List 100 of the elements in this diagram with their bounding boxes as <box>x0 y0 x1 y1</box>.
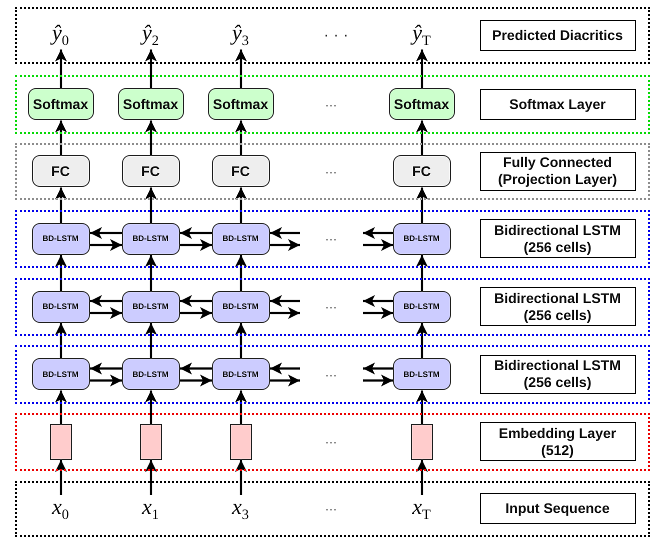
arrow <box>55 323 67 358</box>
arrow <box>363 295 393 307</box>
arrow <box>235 188 247 223</box>
math-symbol: ŷ$_{2}$ <box>128 21 172 49</box>
process-box: BD-LSTM <box>122 290 180 322</box>
arrow <box>180 307 212 319</box>
arrow <box>145 50 157 88</box>
layer-band <box>15 413 650 471</box>
layer-band <box>15 143 650 200</box>
process-box: BD-LSTM <box>32 222 90 254</box>
arrow <box>55 120 67 156</box>
process-box: BD-LSTM <box>212 222 270 254</box>
math-symbol: x$_{1}$ <box>128 494 172 522</box>
arrow <box>235 255 247 291</box>
layer-label-box: Softmax Layer <box>480 88 636 120</box>
arrow <box>145 390 157 424</box>
arrow <box>55 188 67 223</box>
arrow <box>270 227 300 239</box>
ellipsis: · · · <box>324 26 348 44</box>
arrow <box>90 227 122 239</box>
process-box: BD-LSTM <box>392 290 450 322</box>
embedding-rect <box>50 424 72 460</box>
process-box: Softmax <box>388 88 454 120</box>
arrow <box>90 374 122 386</box>
arrow <box>363 227 393 239</box>
ellipsis: ··· <box>325 368 337 382</box>
arrow <box>145 460 157 495</box>
process-box: BD-LSTM <box>392 222 450 254</box>
process-box: BD-LSTM <box>122 222 180 254</box>
math-symbol: ŷ$_{T}$ <box>400 21 444 49</box>
layer-label-box: Predicted Diacritics <box>480 20 636 50</box>
arrow <box>270 362 300 374</box>
arrow <box>180 227 212 239</box>
arrow <box>235 50 247 88</box>
arrow <box>270 239 300 251</box>
process-box: FC <box>212 155 270 187</box>
arrow <box>180 239 212 251</box>
process-box: Softmax <box>208 88 274 120</box>
arrow <box>416 390 428 424</box>
arrow <box>363 307 393 319</box>
process-box: Softmax <box>28 88 94 120</box>
layer-label-box: Input Sequence <box>480 493 636 524</box>
process-box: BD-LSTM <box>32 290 90 322</box>
ellipsis: ··· <box>325 502 337 516</box>
layer-label-box: Embedding Layer (512) <box>480 422 636 461</box>
math-symbol: ŷ$_{0}$ <box>38 21 82 49</box>
arrow <box>145 188 157 223</box>
arrow <box>270 307 300 319</box>
ellipsis: ··· <box>325 164 337 178</box>
arrow <box>90 307 122 319</box>
arrow <box>270 374 300 386</box>
process-box: FC <box>32 155 90 187</box>
layer-label-box: Bidirectional LSTM (256 cells) <box>480 354 636 394</box>
arrow <box>416 50 428 88</box>
embedding-rect <box>410 424 432 460</box>
process-box: BD-LSTM <box>392 358 450 390</box>
layer-band <box>15 75 650 134</box>
layer-band <box>15 481 650 537</box>
arrow <box>180 374 212 386</box>
arrow <box>235 390 247 424</box>
process-box: BD-LSTM <box>212 290 270 322</box>
embedding-rect <box>140 424 162 460</box>
layer-label-box: Fully Connected (Projection Layer) <box>480 152 636 190</box>
layer-label-box: Bidirectional LSTM (256 cells) <box>480 219 636 258</box>
layer-band <box>15 7 650 64</box>
process-box: BD-LSTM <box>212 358 270 390</box>
arrow <box>90 295 122 307</box>
arrow <box>270 295 300 307</box>
arrow <box>235 460 247 495</box>
process-box: FC <box>392 155 450 187</box>
ellipsis: ··· <box>325 435 337 449</box>
layer-band <box>15 278 650 336</box>
arrow <box>145 255 157 291</box>
layer-band <box>15 345 650 404</box>
math-symbol: x$_{0}$ <box>38 494 82 522</box>
arrow <box>363 239 393 251</box>
arrow <box>55 255 67 291</box>
layer-band <box>15 210 650 268</box>
arrow <box>145 323 157 358</box>
math-symbol: x$_{T}$ <box>400 494 444 522</box>
arrow <box>235 120 247 156</box>
embedding-rect <box>230 424 252 460</box>
layer-label-box: Bidirectional LSTM (256 cells) <box>480 287 636 326</box>
arrow <box>55 50 67 88</box>
arrow <box>90 362 122 374</box>
ellipsis: ··· <box>325 98 337 112</box>
arrow <box>416 188 428 223</box>
arrow <box>55 390 67 424</box>
process-box: BD-LSTM <box>32 358 90 390</box>
ellipsis: ··· <box>325 232 337 246</box>
arrow <box>363 362 393 374</box>
arrow <box>416 255 428 291</box>
math-symbol: x$_{3}$ <box>218 494 262 522</box>
arrow <box>235 323 247 358</box>
arrow <box>416 120 428 156</box>
arrow <box>55 460 67 495</box>
arrow <box>363 374 393 386</box>
process-box: FC <box>122 155 180 187</box>
math-symbol: ŷ$_{3}$ <box>218 21 262 49</box>
arrow <box>180 295 212 307</box>
